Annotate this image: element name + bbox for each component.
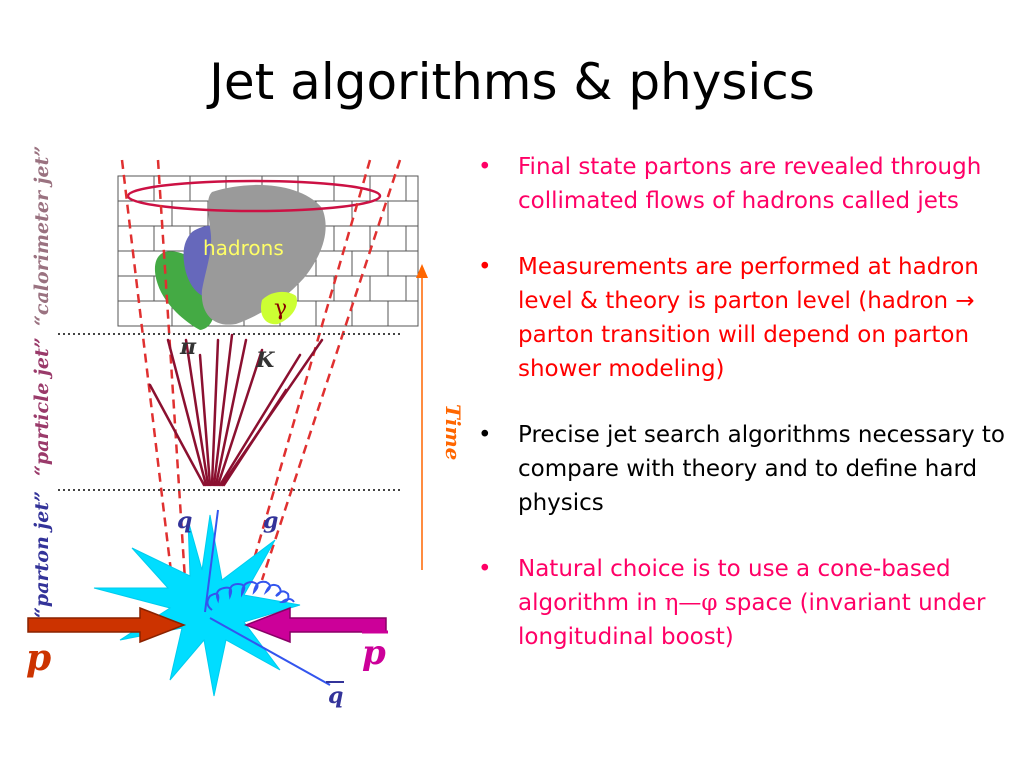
bullet-dot: • [478, 154, 492, 180]
bullet-text-before: Natural choice is to use a cone-based al… [518, 556, 951, 616]
bullet-text-after: space (invariant under longitudinal boos… [518, 590, 986, 650]
bullet-item: • Final state partons are revealed throu… [476, 150, 1016, 218]
gamma-label: γ [274, 296, 287, 321]
bullet-dot: • [478, 422, 492, 448]
antiquark-label-group: q [326, 681, 344, 709]
quark-label: q [177, 508, 192, 534]
gluon-label: g [263, 508, 278, 534]
collision-burst [93, 514, 301, 697]
bullet-item: • Precise jet search algorithms necessar… [476, 418, 1016, 520]
bullet-list: • Final state partons are revealed throu… [476, 150, 1016, 686]
bullet-text: Measurements are performed at hadron lev… [518, 254, 979, 382]
kaon-label: K [255, 347, 275, 372]
time-axis-arrowhead [416, 264, 428, 278]
hadron-cluster-blob [201, 184, 326, 325]
pi-label: π [179, 334, 197, 360]
proton-arrow [27, 606, 187, 644]
bullet-item: • Natural choice is to use a cone-based … [476, 552, 1016, 654]
bullet-item: • Measurements are performed at hadron l… [476, 250, 1016, 386]
antiproton-label: p [362, 633, 386, 673]
parton-jet-label: “parton jet” [31, 491, 53, 618]
hadrons-label: hadrons [203, 236, 284, 260]
eta-phi-symbol: η—φ [664, 590, 718, 616]
jet-cone-ellipse [126, 179, 382, 213]
antiproton-label-group: p [362, 630, 388, 673]
proton-label: p [26, 637, 51, 679]
antiquark-label: q [328, 683, 343, 709]
bullet-dot: • [478, 556, 492, 582]
slide-title: Jet algorithms & physics [209, 53, 815, 111]
particle-jet-label: “particle jet” [31, 337, 53, 476]
hadron-tracks [148, 333, 324, 487]
parton-lines [204, 509, 331, 686]
bullet-text: Final state partons are revealed through… [518, 154, 982, 214]
photon-blob [260, 291, 298, 325]
jet-cone-lines [120, 159, 402, 581]
time-label: Time [441, 404, 465, 460]
calorimeter-jet-label: “calorimeter jet” [31, 146, 53, 326]
jet-diagram: hadrons γ π K q g p p q Time “calorimete… [26, 146, 465, 709]
bullet-text: Precise jet search algorithms necessary … [518, 422, 1005, 516]
bullet-dot: • [478, 254, 492, 280]
